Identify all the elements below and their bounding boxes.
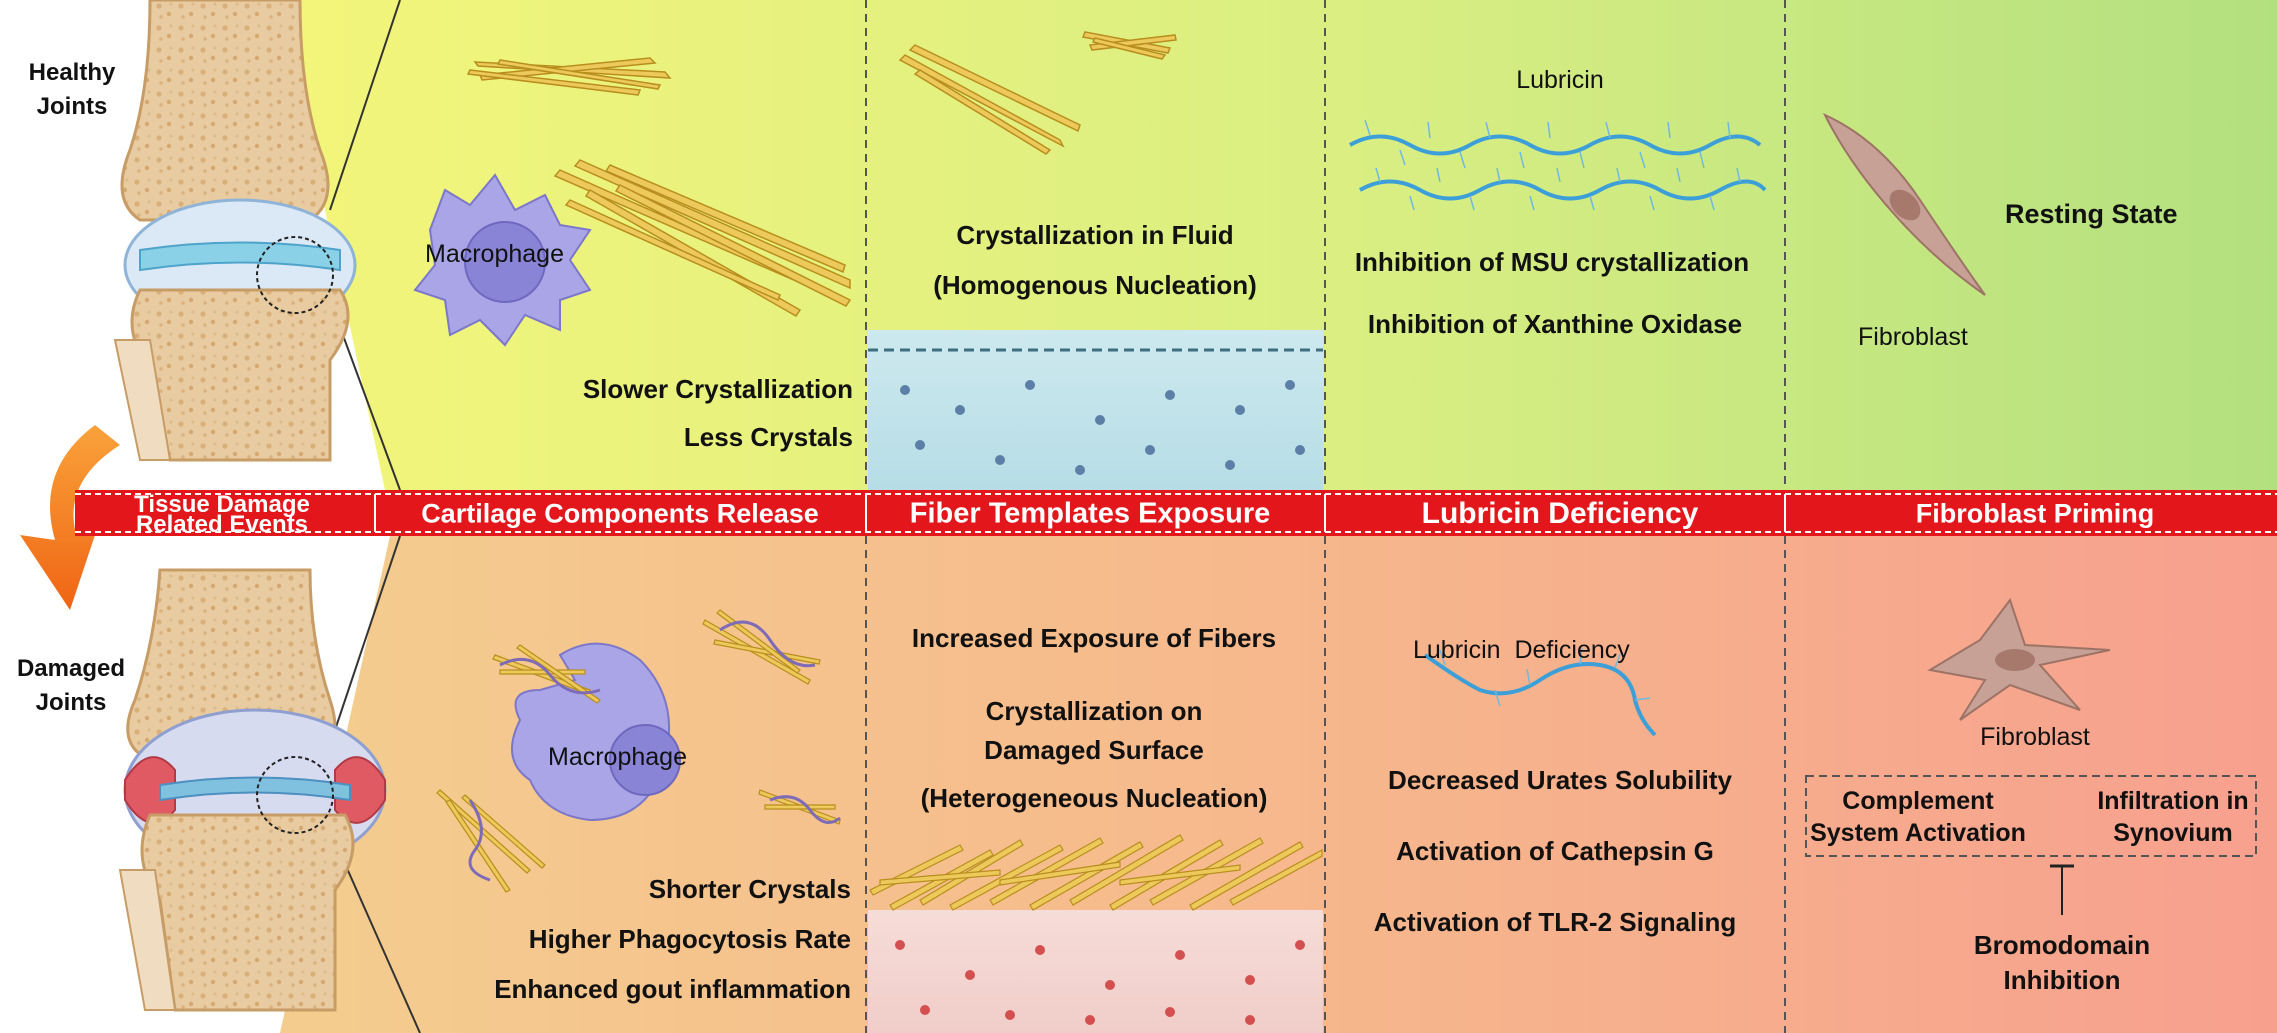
- lubricin-label: Lubricin: [1516, 66, 1604, 95]
- top-col2-line2: (Homogenous Nucleation): [933, 270, 1257, 301]
- macrophage-label: Macrophage: [425, 240, 564, 269]
- bromodomain-line2: Inhibition: [1974, 963, 2150, 998]
- bottom-col1-line2: Higher Phagocytosis Rate: [529, 924, 851, 955]
- damaged-joints-label: Damaged Joints: [6, 652, 136, 720]
- damaged-label-line2: Joints: [6, 686, 136, 720]
- fibroblast-nucleus: [1995, 649, 2035, 671]
- top-col3-line2: Inhibition of Xanthine Oxidase: [1368, 309, 1742, 340]
- band-label-left: Tissue Damage Related Events: [134, 495, 310, 535]
- complement-activation-label: Complement System Activation: [1810, 785, 2026, 849]
- lubricin-deficiency-label: Lubricin Deficiency: [1413, 636, 1630, 665]
- bottom-col2-line2: Crystallization on: [986, 696, 1203, 727]
- bottom-col3-line3: Activation of TLR-2 Signaling: [1374, 907, 1737, 938]
- damaged-label-line1: Damaged: [6, 652, 136, 686]
- resting-state-label: Resting State: [2005, 199, 2178, 230]
- band-label-lubricin: Lubricin Deficiency: [1422, 497, 1699, 531]
- fibroblast-label-top: Fibroblast: [1858, 323, 1968, 352]
- complement-line2: System Activation: [1810, 817, 2026, 849]
- top-col2-line1: Crystallization in Fluid: [956, 220, 1233, 251]
- healthy-label-line2: Joints: [12, 90, 132, 124]
- synovium-infiltration-label: Infiltration in Synovium: [2097, 785, 2248, 849]
- fibroblast-label-bottom: Fibroblast: [1980, 723, 2090, 752]
- bromodomain-inhibition-label: Bromodomain Inhibition: [1974, 928, 2150, 998]
- bottom-col3-line1: Decreased Urates Solubility: [1388, 765, 1732, 796]
- bromodomain-line1: Bromodomain: [1974, 928, 2150, 963]
- bottom-col1-line1: Shorter Crystals: [649, 874, 851, 905]
- damaged-cartilage-layer: [868, 910, 1323, 1033]
- band-left-line2: Related Events: [134, 515, 310, 535]
- bottom-col1-line3: Enhanced gout inflammation: [494, 974, 851, 1005]
- infiltration-line1: Infiltration in: [2097, 785, 2248, 817]
- macrophage-label-bottom: Macrophage: [548, 743, 687, 772]
- top-col1-line2: Less Crystals: [684, 422, 853, 453]
- bottom-col2-line4: (Heterogeneous Nucleation): [921, 783, 1268, 814]
- band-label-cartilage: Cartilage Components Release: [421, 499, 819, 530]
- infiltration-line2: Synovium: [2097, 817, 2248, 849]
- top-col1-line1: Slower Crystallization: [583, 374, 853, 405]
- complement-line1: Complement: [1810, 785, 2026, 817]
- bottom-col3-line2: Activation of Cathepsin G: [1396, 836, 1714, 867]
- healthy-joints-label: Healthy Joints: [12, 56, 132, 124]
- bottom-col2-line3: Damaged Surface: [984, 735, 1204, 766]
- top-col3-line1: Inhibition of MSU crystallization: [1355, 247, 1749, 278]
- bottom-col2-line1: Increased Exposure of Fibers: [912, 623, 1276, 654]
- band-label-fiber: Fiber Templates Exposure: [910, 498, 1270, 531]
- healthy-cartilage-layer: [868, 330, 1323, 490]
- healthy-label-line1: Healthy: [12, 56, 132, 90]
- band-label-fibroblast: Fibroblast Priming: [1916, 499, 2155, 530]
